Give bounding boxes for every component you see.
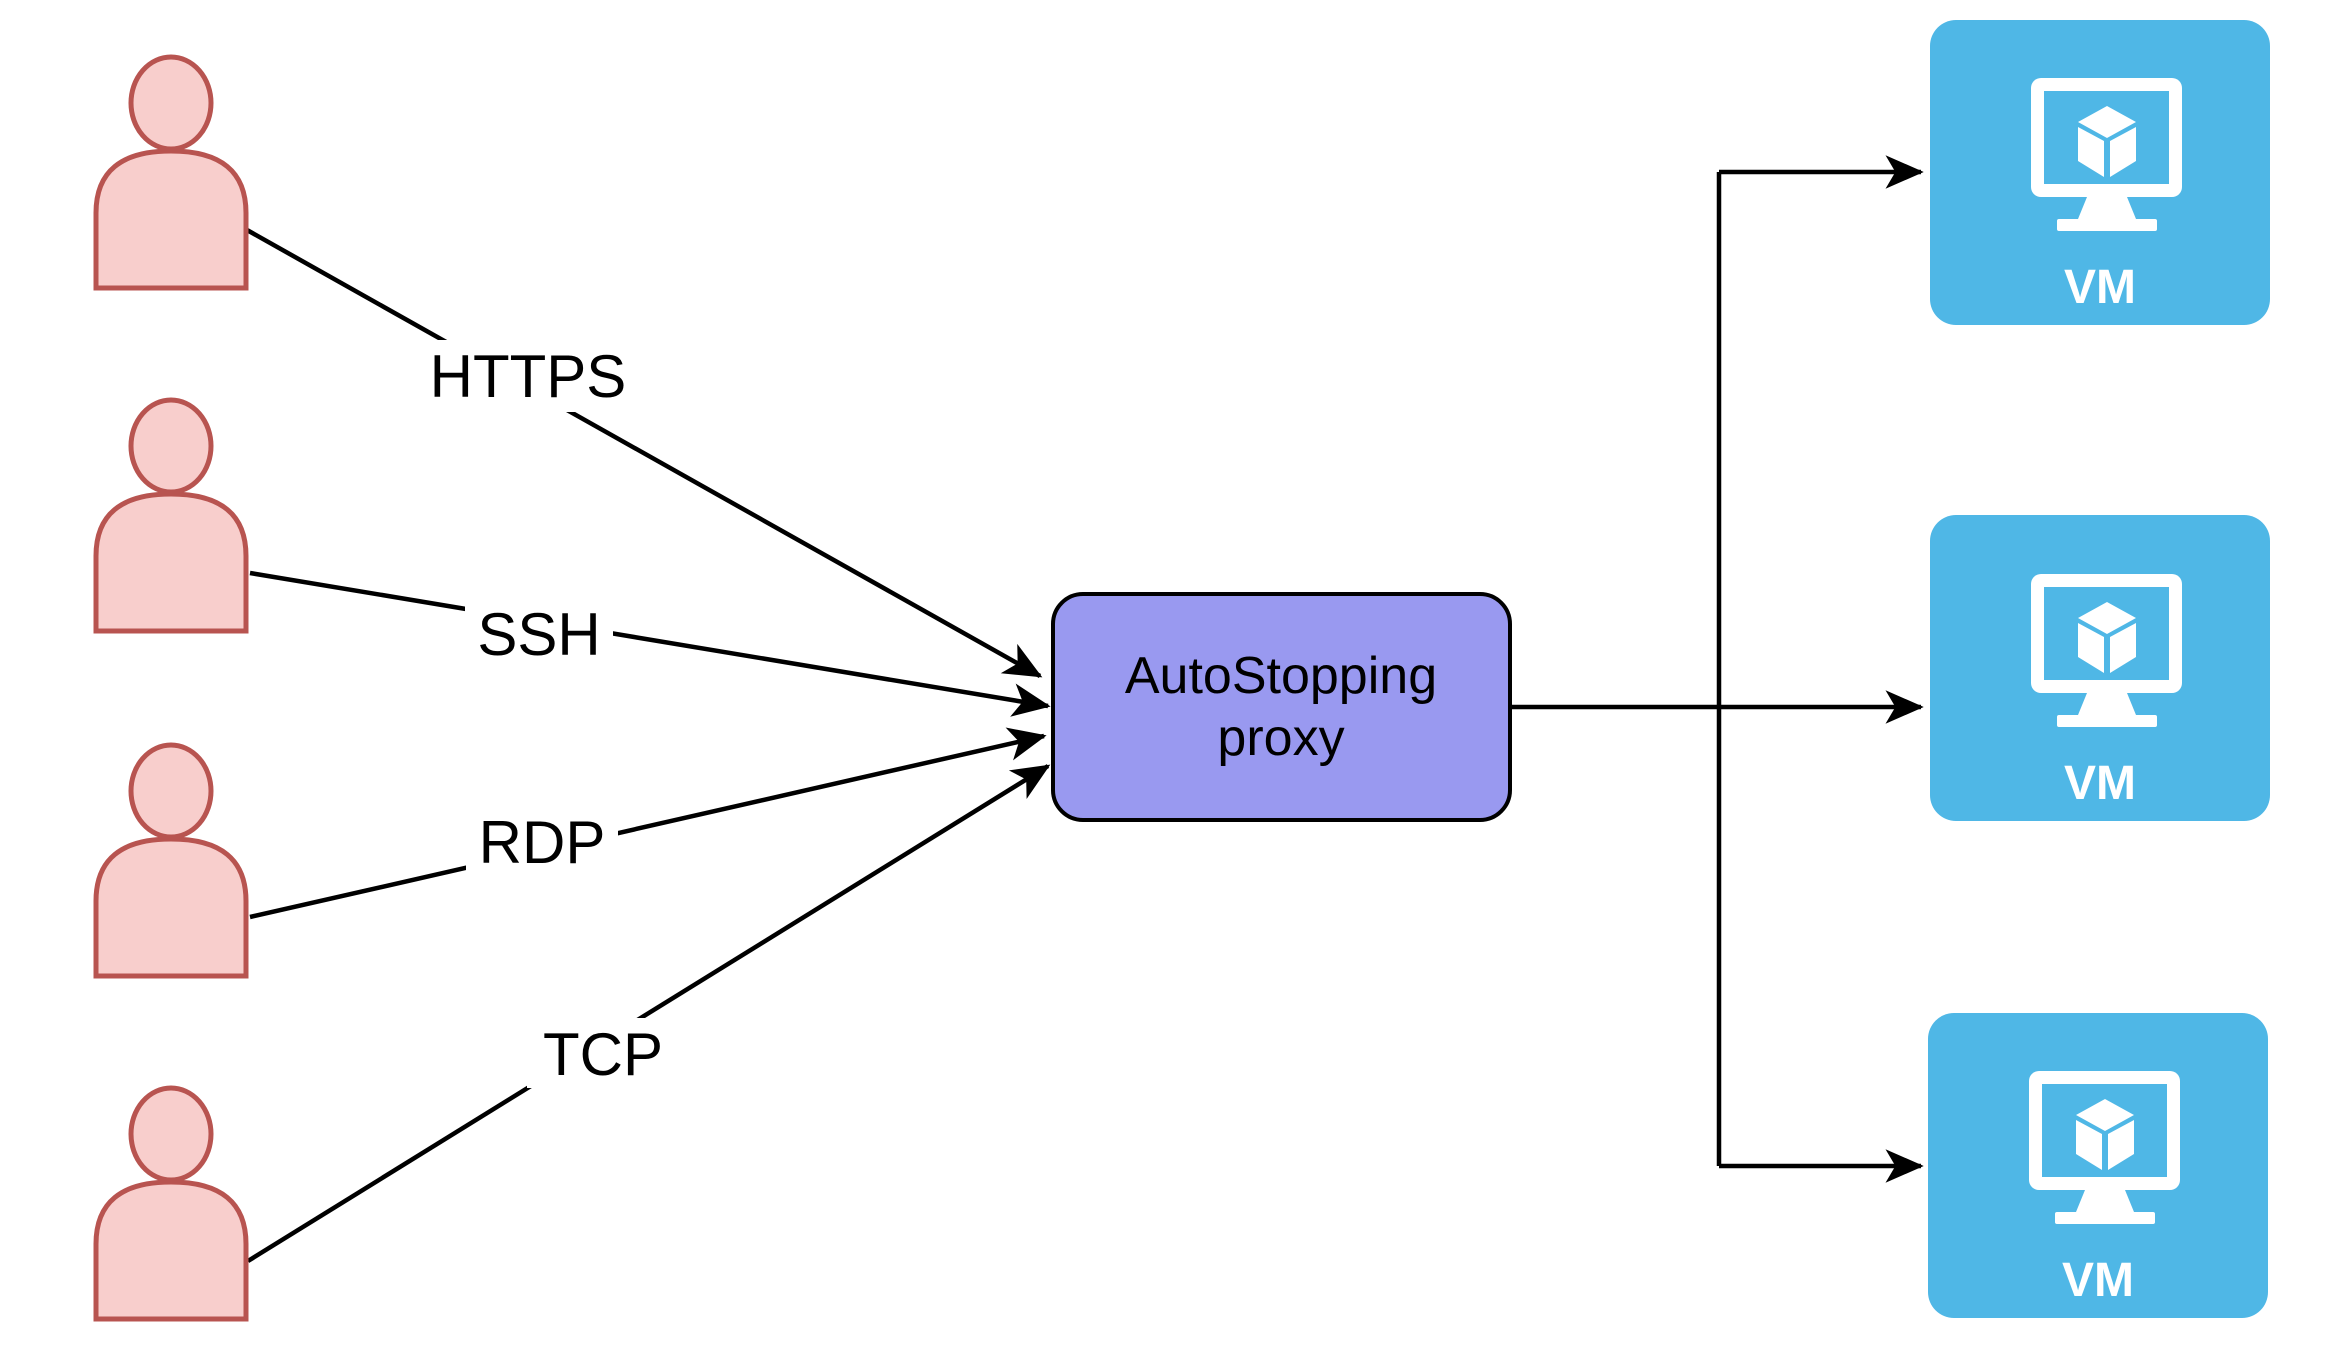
protocol-label: TCP bbox=[543, 1021, 663, 1088]
protocol-label: RDP bbox=[479, 809, 606, 876]
vm-node-3: VM bbox=[1928, 1013, 2268, 1318]
vm-node-2: VM bbox=[1930, 515, 2270, 821]
vm-label: VM bbox=[2064, 757, 2136, 810]
edge-label-https: HTTPS bbox=[418, 340, 638, 412]
proxy-label-line2: proxy bbox=[1217, 709, 1344, 767]
edge-label-rdp: RDP bbox=[466, 806, 618, 876]
user-icon-2 bbox=[96, 400, 246, 631]
vm-label: VM bbox=[2064, 261, 2136, 314]
edge-ssh bbox=[249, 570, 1051, 717]
protocol-label: SSH bbox=[477, 601, 600, 668]
protocol-label: HTTPS bbox=[430, 343, 627, 410]
label-backdrop bbox=[527, 1018, 679, 1088]
proxy-node: AutoStopping proxy bbox=[1051, 592, 1512, 822]
edge-rdp bbox=[249, 727, 1047, 920]
user-icon-3 bbox=[96, 745, 246, 976]
vm-node-1: VM bbox=[1930, 20, 2270, 325]
proxy-box bbox=[1051, 592, 1512, 822]
edge-tcp bbox=[246, 764, 1051, 1263]
edge-label-ssh: SSH bbox=[465, 598, 613, 668]
edge-label-tcp: TCP bbox=[527, 1018, 679, 1088]
label-backdrop bbox=[465, 598, 613, 668]
label-backdrop bbox=[466, 806, 618, 876]
label-backdrop bbox=[418, 340, 638, 412]
proxy-label-line1: AutoStopping bbox=[1125, 647, 1437, 705]
vm-label: VM bbox=[2062, 1254, 2134, 1307]
user-icon-4 bbox=[96, 1088, 246, 1319]
edge-https bbox=[245, 228, 1043, 678]
user-icon-1 bbox=[96, 57, 246, 288]
edges bbox=[245, 155, 1924, 1263]
